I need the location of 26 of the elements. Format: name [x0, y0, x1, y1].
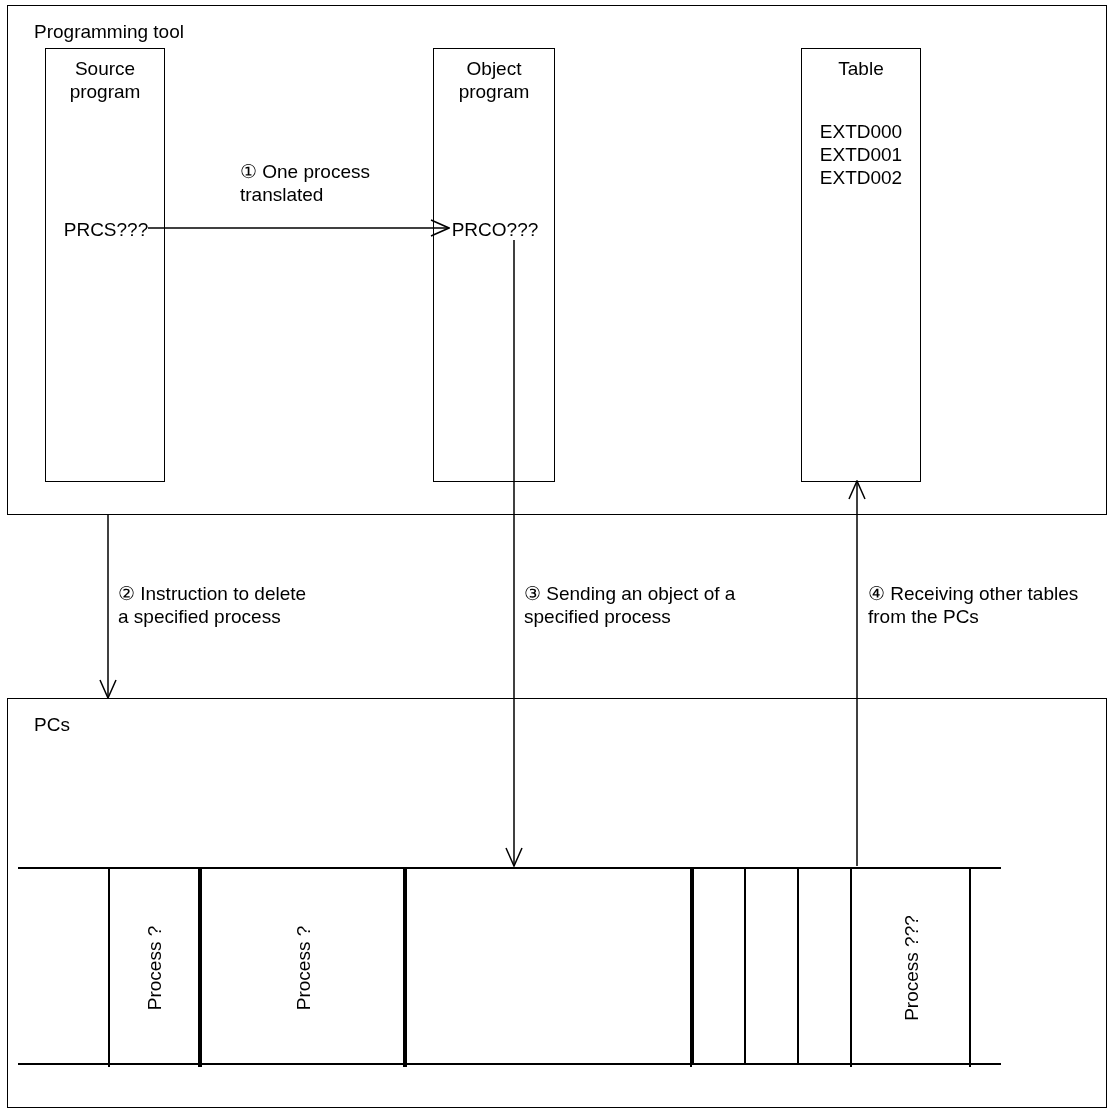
process-label: Process ?	[142, 925, 166, 1011]
node-label: PRCS???	[62, 218, 150, 242]
arrow	[505, 239, 523, 867]
program-box	[433, 48, 555, 482]
memory-slot	[850, 869, 971, 1067]
frame-title: PCs	[34, 713, 70, 736]
program-box	[45, 48, 165, 482]
box-title: Source program	[68, 57, 142, 103]
table-box	[801, 48, 921, 482]
memory-strip	[18, 867, 1001, 1065]
arrow	[848, 480, 866, 867]
memory-slot	[108, 869, 200, 1067]
pc-frame	[7, 698, 1107, 1108]
table-entry: EXTD000	[818, 120, 904, 143]
table-entry: EXTD002	[818, 166, 904, 189]
process-label: Process ?	[291, 925, 314, 1011]
table-entry: EXTD001	[818, 143, 904, 166]
box-title: Table	[837, 57, 885, 80]
arrow	[147, 219, 450, 237]
node-label: PRCO???	[451, 218, 539, 242]
memory-slot	[200, 869, 405, 1067]
arrow	[99, 514, 117, 699]
box-title: Object program	[457, 57, 531, 103]
tool-frame	[7, 5, 1107, 515]
frame-title: Programming tool	[34, 20, 184, 43]
process-label: Process ???	[899, 915, 922, 1021]
